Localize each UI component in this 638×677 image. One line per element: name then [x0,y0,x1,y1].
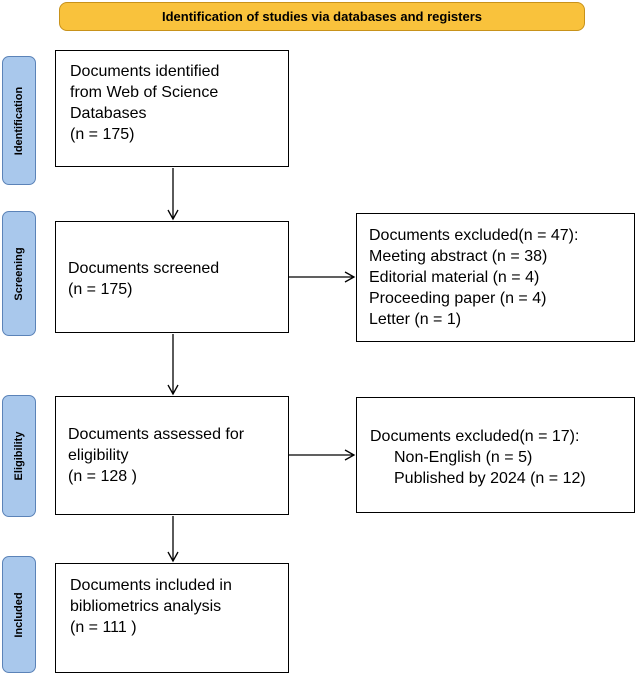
included-line-3: (n = 111 ) [70,619,137,636]
included-line-1: Documents included in [70,577,232,594]
box-documents-assessed: Documents assessed for eligibility (n = … [55,396,289,515]
identified-line-1: Documents identified [70,63,220,80]
screened-line-1: Documents screened [68,260,220,277]
stage-eligibility: Eligibility [2,395,36,517]
excluded-eligibility-line-3: Published by 2024 (n = 12) [394,470,586,487]
assessed-line-3: (n = 128 ) [68,468,137,485]
stage-identification: Identification [2,56,36,185]
excluded-eligibility-line-1: Documents excluded(n = 17): [370,428,580,445]
assessed-line-1: Documents assessed for [68,426,245,443]
screened-line-2: (n = 175) [68,281,133,298]
identified-line-3: Databases [70,105,147,122]
excluded-screening-line-2: Meeting abstract (n = 38) [369,248,548,265]
box-documents-identified: Documents identified from Web of Science… [55,50,289,167]
box-documents-screened: Documents screened (n = 175) [55,221,289,333]
excluded-screening-line-4: Proceeding paper (n = 4) [369,290,547,307]
box-excluded-eligibility: Documents excluded(n = 17): Non-English … [356,397,635,513]
identified-line-4: (n = 175) [70,126,135,143]
assessed-line-2: eligibility [68,447,129,464]
identified-line-2: from Web of Science [70,84,219,101]
excluded-screening-line-5: Letter (n = 1) [369,311,462,328]
flow-header-title: Identification of studies via databases … [161,9,483,24]
box-excluded-screening: Documents excluded(n = 47): Meeting abst… [356,213,635,342]
included-line-2: bibliometrics analysis [70,598,222,615]
stage-included: Included [2,556,36,673]
excluded-screening-line-3: Editorial material (n = 4) [369,269,540,286]
box-documents-included: Documents included in bibliometrics anal… [55,563,289,673]
excluded-eligibility-line-2: Non-English (n = 5) [394,449,533,466]
excluded-screening-line-1: Documents excluded(n = 47): [369,227,579,244]
stage-screening: Screening [2,211,36,336]
flow-header-banner: Identification of studies via databases … [59,2,585,31]
